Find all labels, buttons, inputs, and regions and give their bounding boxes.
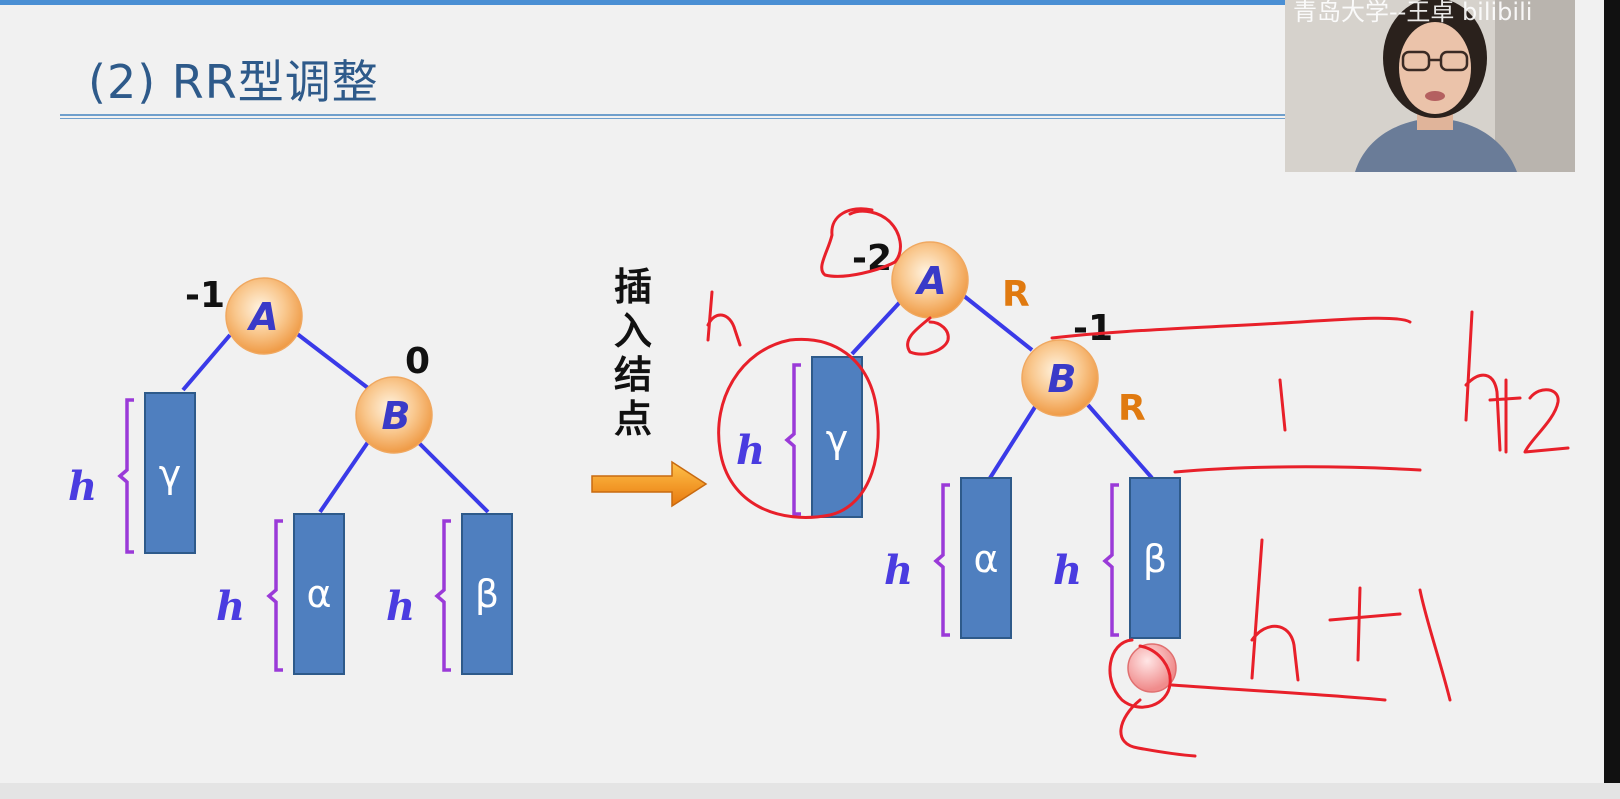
edge-a-b-right: [962, 294, 1034, 352]
left-node-a-label: A: [246, 295, 278, 339]
left-gamma-height: h: [68, 463, 97, 510]
right-tree: A -2 R B -1 R γ h α h β h: [736, 238, 1181, 693]
right-beta-brace: [1102, 483, 1119, 637]
handwritten-annotations: [706, 207, 1570, 758]
right-gamma-height: h: [736, 427, 765, 474]
right-node-b-direction: R: [1118, 388, 1146, 429]
transition-char-4: 点: [614, 397, 652, 441]
ink-circle-gamma: [717, 337, 880, 519]
ink-loop-under-a: [906, 316, 950, 356]
left-subtree-alpha-label: α: [306, 572, 331, 616]
top-accent-bar: [0, 0, 1290, 5]
left-alpha-height: h: [216, 583, 245, 630]
right-subtree-beta: [1129, 477, 1181, 639]
right-node-b: [1021, 339, 1099, 417]
left-subtree-beta-label: β: [475, 572, 499, 616]
right-node-a-direction: R: [1002, 274, 1030, 315]
left-gamma-brace: [117, 398, 134, 554]
title-underline: [60, 114, 1295, 119]
left-node-b-balance: 0: [405, 341, 430, 382]
left-node-a-balance: -1: [185, 275, 225, 316]
right-beta-height: h: [1053, 547, 1082, 594]
right-subtree-alpha: [960, 477, 1012, 639]
left-subtree-beta: [461, 513, 513, 675]
edge-a-gamma-right: [850, 300, 902, 356]
inserted-node: [1127, 643, 1177, 693]
edge-b-alpha-right: [988, 405, 1037, 480]
transition-arrow-icon: [591, 460, 708, 508]
presenter-video-frame: [1285, 0, 1575, 172]
right-node-a-label: A: [914, 259, 946, 303]
slide-title: (2) RR型调整: [88, 55, 379, 109]
transition-char-1: 插: [614, 265, 652, 309]
ink-h-gamma: [706, 290, 742, 347]
left-subtree-gamma-label: γ: [159, 452, 182, 496]
left-node-b: [355, 376, 433, 454]
left-node-a: [225, 277, 303, 355]
webcam-caption: 青岛大学--王卓 bilibili: [1293, 0, 1533, 26]
right-subtree-gamma-label: γ: [826, 417, 849, 461]
edge-b-beta: [416, 440, 490, 514]
ink-h-plus-2: [1464, 310, 1570, 454]
left-subtree-gamma: [144, 392, 196, 554]
ink-circle-balance-a: [820, 207, 902, 278]
ink-h-plus-1: [1250, 538, 1452, 702]
edge-a-gamma: [181, 333, 232, 392]
right-subtree-alpha-label: α: [973, 537, 998, 581]
transition-char-3: 结: [614, 353, 652, 397]
ink-line-inserted-level: [1170, 683, 1387, 702]
left-beta-height: h: [386, 583, 415, 630]
right-edge-frame: [1604, 0, 1620, 799]
ink-circle-inserted: [1108, 638, 1197, 758]
edge-a-b: [294, 331, 370, 390]
transition-char-2: 入: [614, 309, 652, 353]
right-gamma-brace: [784, 363, 801, 516]
right-node-b-balance: -1: [1073, 308, 1113, 349]
bottom-edge-frame: [0, 783, 1620, 799]
right-alpha-brace: [933, 483, 950, 637]
right-node-b-label: B: [1048, 357, 1077, 401]
right-subtree-gamma: [811, 356, 863, 518]
ink-line-beta-top: [1173, 465, 1422, 474]
left-alpha-brace: [266, 519, 283, 672]
transition: 插 入 结 点: [591, 265, 708, 508]
presenter-webcam: 青岛大学--王卓 bilibili: [1285, 0, 1575, 172]
left-subtree-alpha: [293, 513, 345, 675]
left-beta-brace: [434, 519, 451, 672]
left-tree: A -1 B 0 γ h α h β h: [68, 275, 513, 675]
edge-b-alpha: [318, 440, 370, 514]
right-subtree-beta-label: β: [1143, 537, 1167, 581]
ink-line-b-level: [1050, 316, 1412, 340]
edge-b-beta-right: [1086, 403, 1154, 480]
right-alpha-height: h: [884, 547, 913, 594]
left-node-b-label: B: [382, 394, 411, 438]
ink-one-mark: [1278, 378, 1287, 432]
